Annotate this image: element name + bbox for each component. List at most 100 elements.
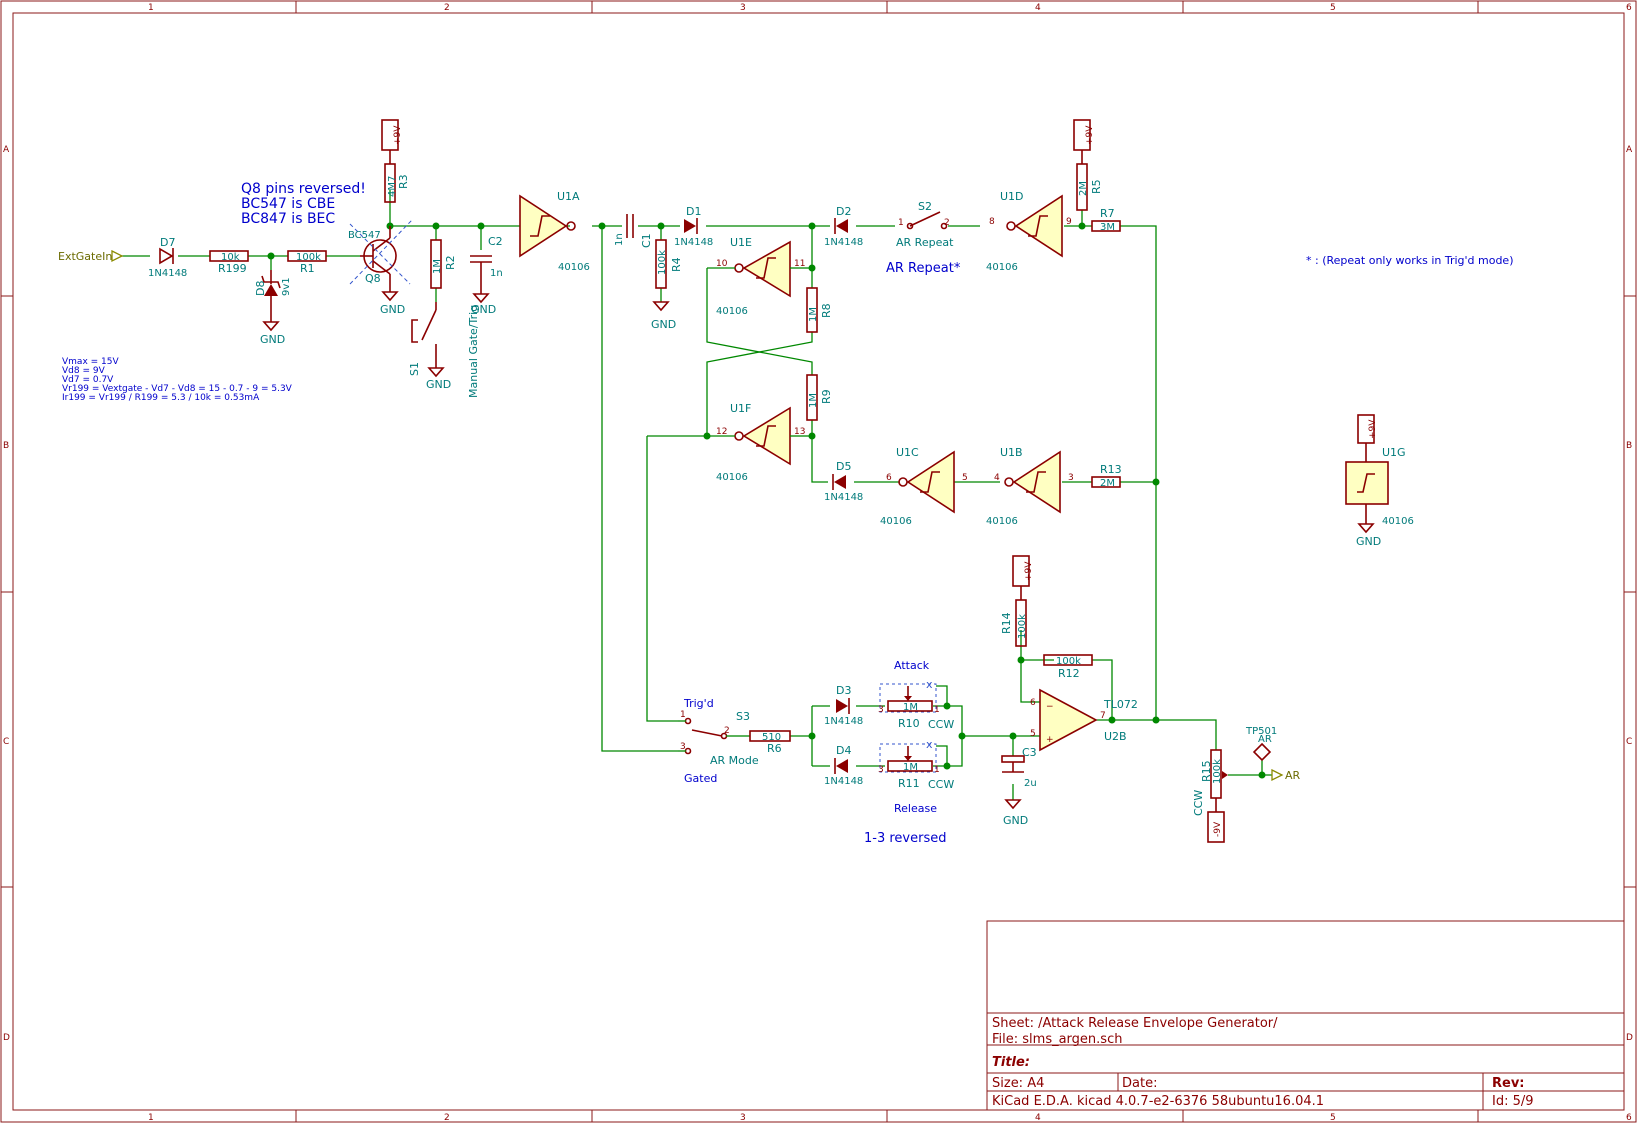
svg-text:1: 1 [680, 710, 686, 720]
release-label: Release [894, 802, 937, 815]
u1f-value: 40106 [716, 472, 748, 483]
svg-text:x: x [926, 678, 933, 691]
r2-value: 1M [432, 259, 443, 274]
r10-value: 1M [903, 702, 918, 713]
svg-text:+9V: +9V [1368, 419, 1378, 439]
svg-text:GND: GND [1356, 535, 1381, 548]
r10-ref: R10 [898, 717, 920, 730]
svg-text:Vd8 = 9V: Vd8 = 9V [62, 366, 106, 376]
svg-text:CCW: CCW [1192, 790, 1205, 816]
resistor-r199: 10k R199 [209, 250, 249, 275]
u2b-ref: U2B [1104, 730, 1127, 743]
note-q8-reversed: Q8 pins reversed! BC547 is CBE BC847 is … [241, 181, 366, 227]
svg-text:CCW: CCW [928, 718, 954, 731]
svg-text:+9V: +9V [1024, 561, 1034, 581]
r3-value: 4M7 [387, 176, 398, 197]
tp501-ref: TP501 [1245, 726, 1277, 737]
d7-value: 1N4148 [148, 268, 187, 279]
capacitor-c1: 1n C1 [614, 214, 653, 248]
d8-value: 9v1 [281, 277, 292, 296]
tb-date: Date: [1122, 1076, 1157, 1091]
tb-id: Id: 5/9 [1492, 1094, 1534, 1109]
inverter-u1b: U1B 40106 4 3 [986, 446, 1074, 527]
switch-s2: 1 2 S2 AR Repeat [896, 200, 954, 249]
tb-title: Title: [992, 1055, 1030, 1070]
svg-text:GND: GND [380, 303, 405, 316]
svg-text:6: 6 [1030, 698, 1036, 708]
svg-text:4: 4 [994, 473, 1000, 483]
s2-ref: S2 [918, 200, 932, 213]
svg-text:2: 2 [944, 218, 950, 228]
d7-ref: D7 [160, 236, 175, 249]
gnd-symbol-q8: GND [380, 291, 405, 316]
svg-text:Vmax = 15V: Vmax = 15V [62, 357, 119, 367]
inverter-u1a: U1A 40106 [519, 190, 590, 273]
resistor-r1: 100k R1 [287, 250, 327, 275]
svg-text:12: 12 [716, 427, 727, 437]
row-label-d-right: D [1626, 1033, 1633, 1043]
d4-ref: D4 [836, 744, 851, 757]
gnd-symbol-d8: GND [260, 321, 285, 346]
power-9v-r14: +9V [1012, 555, 1034, 600]
resistor-r3: 4M7 R3 [384, 163, 410, 203]
tb-size: Size: A4 [992, 1076, 1044, 1091]
r2-ref: R2 [444, 255, 457, 270]
svg-text:9: 9 [1066, 217, 1072, 227]
u1d-value: 40106 [986, 262, 1018, 273]
resistor-r5: 2M R5 [1076, 163, 1103, 211]
svg-text:CCW: CCW [928, 778, 954, 791]
testpoint-tp501: TP501 AR [1245, 726, 1277, 762]
svg-text:3: 3 [1068, 473, 1074, 483]
resistor-r2: 1M R2 [430, 239, 457, 289]
ar-output-label: AR [1271, 768, 1301, 782]
svg-text:GND: GND [471, 303, 496, 316]
calc-notes: Vmax = 15V Vd8 = 9V Vd7 = 0.7V Vr199 = V… [62, 357, 293, 403]
u1g-ref: U1G [1382, 446, 1406, 459]
r12-value: 100k [1056, 656, 1081, 667]
r7-value: 3M [1100, 222, 1115, 233]
c1-ref: C1 [640, 233, 653, 248]
diode-d5: D5 1N4148 [824, 460, 863, 503]
d5-ref: D5 [836, 460, 851, 473]
svg-text:+: + [1046, 735, 1054, 745]
r12-ref: R12 [1058, 667, 1080, 680]
s3-value: AR Mode [710, 754, 759, 767]
gnd-symbol-r4: GND [651, 301, 676, 331]
svg-text:ExtGateIn: ExtGateIn [58, 250, 112, 263]
resistor-r7: 3M R7 [1091, 207, 1121, 233]
r13-value: 2M [1100, 478, 1115, 489]
gnd-symbol-s1: GND [426, 367, 451, 391]
col-label-1: 1 [148, 3, 154, 13]
col-label-4-bottom: 4 [1035, 1113, 1041, 1123]
u1b-value: 40106 [986, 516, 1018, 527]
u1a-value: 40106 [558, 262, 590, 273]
d4-value: 1N4148 [824, 776, 863, 787]
r5-ref: R5 [1090, 179, 1103, 194]
r199-ref: R199 [218, 262, 247, 275]
svg-text:3: 3 [878, 765, 884, 775]
svg-text:13: 13 [794, 427, 805, 437]
svg-text:Ir199 = Vr199 / R199 = 5.3 / 1: Ir199 = Vr199 / R199 = 5.3 / 10k = 0.53m… [62, 393, 260, 403]
svg-text:BC847 is BEC: BC847 is BEC [241, 211, 335, 227]
row-label-a: A [3, 145, 10, 155]
r4-ref: R4 [670, 257, 683, 272]
c2-ref: C2 [488, 235, 503, 248]
r7-ref: R7 [1100, 207, 1115, 220]
svg-text:AR: AR [1285, 769, 1301, 782]
r8-value: 1M [808, 307, 819, 322]
u1c-value: 40106 [880, 516, 912, 527]
tb-file: File: slms_argen.sch [992, 1032, 1122, 1047]
inverter-u1c: U1C 40106 6 5 [880, 446, 968, 527]
row-label-d: D [3, 1033, 10, 1043]
svg-text:7: 7 [1100, 711, 1106, 721]
opamp-u2b: − + 6 5 7 TL072 U2B [1030, 688, 1138, 752]
tb-rev: Rev: [1492, 1076, 1525, 1091]
svg-text:11: 11 [794, 259, 805, 269]
svg-text:2: 2 [724, 726, 730, 736]
svg-text:+9V: +9V [393, 125, 403, 145]
s1-ref: S1 [408, 362, 421, 376]
row-label-b: B [3, 441, 9, 451]
tb-sheet: Sheet: /Attack Release Envelope Generato… [992, 1016, 1278, 1031]
row-label-c-right: C [1626, 737, 1632, 747]
